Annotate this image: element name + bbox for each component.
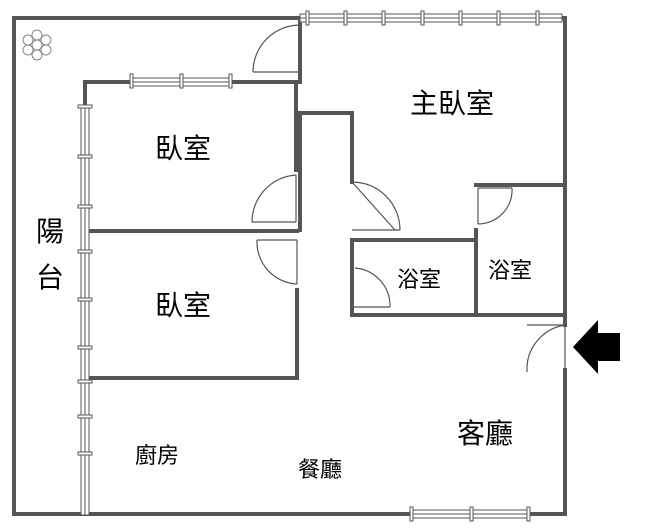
doors [251,24,566,373]
interior-walls [83,16,567,380]
flower-icon [22,29,52,61]
room-label-bathroom-2: 浴室 [488,259,532,284]
room-label-balcony-1: 陽 [36,215,64,248]
room-labels: 主臥室 臥室 臥室 浴室 浴室 陽 台 廚房 餐廳 客廳 [36,87,532,483]
room-label-bedroom-2: 臥室 [155,289,211,322]
room-label-kitchen: 廚房 [135,444,179,469]
room-label-master-bedroom: 主臥室 [410,87,494,120]
arrow-left-icon [573,320,620,374]
room-label-dining: 餐廳 [298,458,342,483]
room-label-balcony-2: 台 [36,261,64,294]
windows [77,10,563,522]
room-label-bedroom-1: 臥室 [155,132,211,165]
room-label-bathroom-1: 浴室 [397,268,441,293]
room-label-living: 客廳 [457,417,513,450]
